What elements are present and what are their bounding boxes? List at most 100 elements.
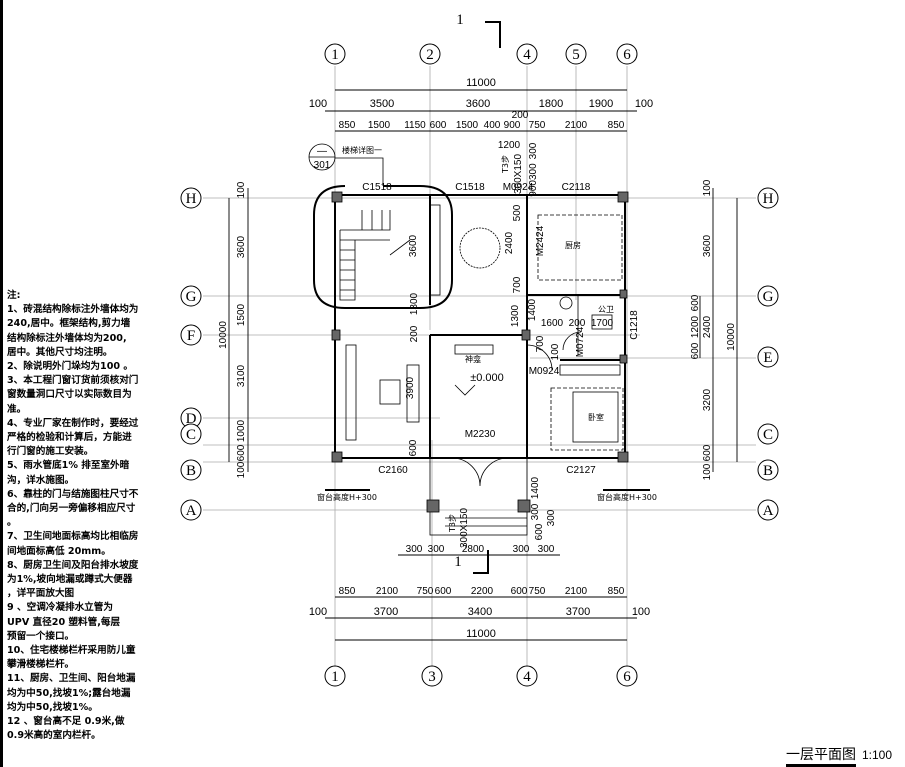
dim-interior: 2400 xyxy=(504,231,515,254)
dim-interior: 200 xyxy=(409,325,420,342)
note-line: 0.9米高的室内栏杆。 xyxy=(7,730,101,742)
floor-elevation: ±0.000 xyxy=(470,372,504,384)
dim-interior: 200 xyxy=(569,318,586,329)
dim-porch-right: 1400 xyxy=(530,476,541,499)
dim-porch-step: T3步 xyxy=(448,514,457,533)
note-line: 6、靠柱的门与结施图柱尺寸不 xyxy=(7,488,139,500)
axis-left-G: G xyxy=(180,285,202,307)
note-line: 为1%,坡向地漏或蹲式大便器 xyxy=(7,574,133,586)
note-line: 8、厨房卫生间及阳台排水坡度 xyxy=(7,559,139,571)
axis-label: D xyxy=(186,411,197,427)
axis-bottom-4: 4 xyxy=(516,665,538,687)
dim-right: 3200 xyxy=(702,388,713,411)
dim-left: 1000 xyxy=(236,419,247,442)
dim-bottom-detail: 600 xyxy=(511,586,528,597)
axis-label: C xyxy=(186,427,196,443)
axis-bottom-1: 1 xyxy=(324,665,346,687)
axis-label: G xyxy=(186,289,197,305)
callout-number: 301 xyxy=(314,160,331,171)
note-line: 5、雨水管底1% 排至室外暗 xyxy=(7,460,130,472)
note-line: 准。 xyxy=(7,403,27,415)
dim-stair: T3步 xyxy=(501,155,510,174)
dim-right: 100 xyxy=(702,463,713,480)
dim-total-top: 11000 xyxy=(466,77,496,89)
dim-interior: 500 xyxy=(512,204,523,221)
axis-left-A: A xyxy=(180,499,202,521)
dim-bottom-axis: 3400 xyxy=(468,606,492,618)
dim-porch-right: 600 xyxy=(534,523,545,540)
note-line: 。 xyxy=(7,517,17,529)
callout-top: — xyxy=(317,146,327,157)
dim-right: 600 xyxy=(690,342,701,359)
door-m0724: M0724 xyxy=(575,326,586,357)
dim-bottom-detail: 2100 xyxy=(565,586,588,597)
dim-top-detail: 850 xyxy=(608,120,625,131)
note-line: 窗数量洞口尺寸以实际数目为 xyxy=(7,389,132,401)
dim-porch: 300 xyxy=(428,544,445,555)
axis-right-A: A xyxy=(757,499,779,521)
dim-bottom-detail: 850 xyxy=(608,586,625,597)
dim-right: 100 xyxy=(702,179,713,196)
dim-right: 2400 xyxy=(702,315,713,338)
door-m0924: M0924 xyxy=(529,366,560,377)
drawing-name: 一层平面图 xyxy=(786,747,856,767)
dim-bottom-detail: 850 xyxy=(339,586,356,597)
dim-left: 100 xyxy=(236,181,247,198)
note-line: 11、厨房、卫生间、阳台地漏 xyxy=(7,673,136,685)
note-line: ，详平面放大图 xyxy=(7,588,75,600)
dim-porch: 300 xyxy=(538,544,555,555)
section-mark-top: 1 xyxy=(456,12,464,28)
axis-top-4: 4 xyxy=(516,43,538,65)
note-line: 4、专业厂家在制作时，要经过 xyxy=(7,417,139,429)
dim-top-detail: 1500 xyxy=(456,120,479,131)
axis-left-B: B xyxy=(180,459,202,481)
axis-right-C: C xyxy=(757,423,779,445)
note-line: 2、除说明外门垛均为100 。 xyxy=(7,361,133,373)
axis-top-6: 6 xyxy=(616,43,638,65)
dim-porch-step: 300X150 xyxy=(459,508,470,548)
note-line: 沟，详水施图。 xyxy=(7,474,75,486)
dim-top-detail: 2100 xyxy=(565,120,588,131)
dim-porch-right: 300 xyxy=(546,509,557,526)
dim-right: 1200 xyxy=(690,315,701,338)
axis-label: 5 xyxy=(572,47,580,63)
dim-left: 3100 xyxy=(236,364,247,387)
axis-right-H: H xyxy=(757,187,779,209)
dim-interior: 1400 xyxy=(527,298,538,321)
dim-top-axis: 3500 xyxy=(370,98,394,110)
dim-top-axis: 3600 xyxy=(466,98,490,110)
dim-right: 600 xyxy=(690,294,701,311)
note-line: 均为中50,找坡1%;露台地漏 xyxy=(7,687,131,699)
axis-label: B xyxy=(186,463,196,479)
dim-interior: 700 xyxy=(512,276,523,293)
axis-label: G xyxy=(763,289,774,305)
axis-label: 2 xyxy=(426,47,434,63)
dim-top-detail: 900 xyxy=(504,120,521,131)
room-kitchen: 厨房 xyxy=(565,240,581,250)
section-mark-bottom: 1 xyxy=(454,554,462,570)
dim-right-total: 10000 xyxy=(726,323,737,351)
dim-top-extra: 200 xyxy=(512,110,529,121)
dim-interior: 1600 xyxy=(541,318,564,329)
axis-label: A xyxy=(763,503,774,519)
axis-label: 4 xyxy=(523,47,531,63)
axis-label: E xyxy=(763,350,772,366)
note-line: 严格的检验和计算后，方能进 xyxy=(7,432,132,444)
axis-label: H xyxy=(763,191,774,207)
dim-stair: 900300 xyxy=(528,163,539,197)
dim-bottom-detail: 600 xyxy=(435,586,452,597)
dim-left: 600 xyxy=(236,444,247,461)
dim-left-total: 10000 xyxy=(218,321,229,349)
axis-label: 1 xyxy=(331,47,339,63)
dim-stair: 300 xyxy=(528,142,539,159)
dim-interior: 1700 xyxy=(591,318,614,329)
stair-highlight xyxy=(313,185,453,309)
dim-top-detail: 750 xyxy=(529,120,546,131)
dim-porch: 300 xyxy=(406,544,423,555)
sill-note-left: 窗台高度H+300 xyxy=(317,492,377,502)
dim-porch: 2800 xyxy=(462,544,485,555)
dim-bottom-axis: 100 xyxy=(632,606,650,618)
dim-interior: 100 xyxy=(550,343,561,360)
